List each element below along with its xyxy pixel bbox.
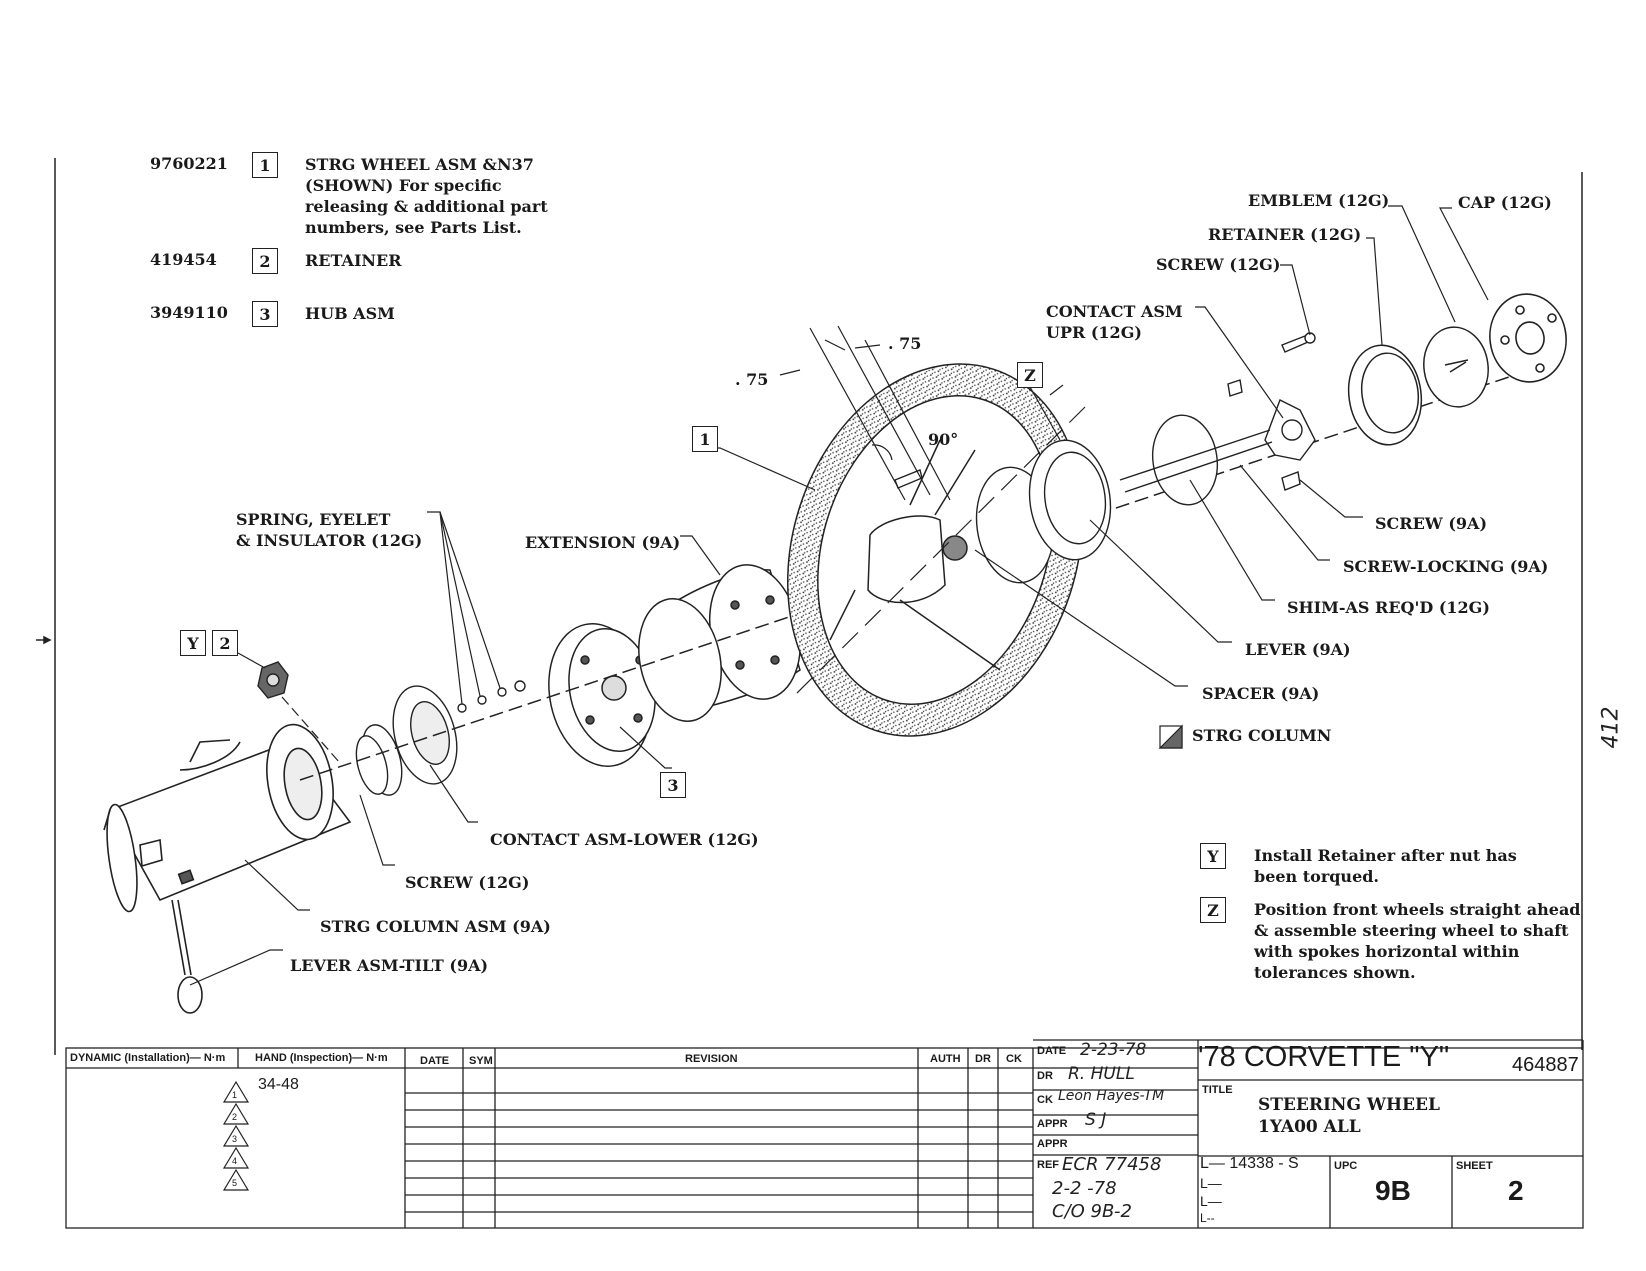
dr-value: R. HULL [1068,1064,1135,1084]
sheet-value: 2 [1508,1175,1524,1206]
label-sheet: SHEET [1456,1160,1493,1172]
col-header-ck: CK [1006,1053,1022,1065]
col-header-date: DATE [420,1055,450,1067]
ref-line: C/O 9B-2 [1052,1201,1132,1222]
ref-box-1: 1 [692,426,718,452]
part-description: RETAINER [305,251,402,270]
callout-screw-9a: SCREW (9A) [1375,514,1488,533]
ref-box-3: 3 [660,772,686,798]
upc-value: 9B [1375,1175,1411,1206]
ref-box-2: 2 [212,630,238,656]
callout-contact-upr-line2: UPR (12G) [1046,323,1142,342]
date-value: 2-23-78 [1080,1040,1147,1060]
callout-spacer: SPACER (9A) [1202,684,1320,703]
ref-box-2: 2 [252,248,278,274]
ref-box-1: 1 [252,152,278,178]
contact-asm-lower [355,680,526,796]
ref-line: 2-2 -78 [1052,1178,1117,1199]
callout-emblem: EMBLEM (12G) [1248,191,1390,210]
col-header-dr: DR [975,1053,991,1065]
callout-shim: SHIM-AS REQ'D (12G) [1287,598,1490,617]
label-appr: APPR [1037,1118,1068,1130]
l-line: L-- [1200,1211,1215,1225]
torque-symbol: 5 [232,1178,238,1188]
part-description: STRG WHEEL ASM &N37 (SHOWN) For specific… [305,155,548,237]
note-text: Position front wheels straight ahead & a… [1254,900,1581,982]
steering-column-asm [103,723,352,1014]
part-description: HUB ASM [305,304,395,323]
contact-asm-upper-group [975,399,1316,584]
callout-contact-upr-line1: CONTACT ASM [1046,302,1183,321]
cap-12g [1489,293,1567,383]
extension [638,564,802,722]
col-header-sym: SYM [469,1055,493,1067]
col-header-auth: AUTH [930,1053,961,1065]
callout-spring-line1: SPRING, EYELET [236,510,391,529]
l-line: L— [1200,1193,1222,1209]
leader-lines [189,205,1489,986]
part-number: 419454 [150,250,217,269]
torque-triangles [222,1080,250,1191]
emblem-12g [1423,326,1489,408]
retainer-nut [257,661,289,699]
appr-value: S J [1085,1110,1107,1130]
drawing-number: 464887 [1512,1054,1579,1076]
torque-symbol: 4 [232,1156,238,1166]
callout-lever: LEVER (9A) [1245,640,1351,659]
ref-box-3: 3 [252,301,278,327]
label-ref: REF [1037,1159,1059,1171]
ref-box-y: Y [180,630,206,656]
part-number: 9760221 [150,154,228,173]
callout-contact-lower: CONTACT ASM-LOWER (12G) [490,830,759,849]
callout-lever-tilt: LEVER ASM-TILT (9A) [290,956,489,975]
col-header-revision: REVISION [685,1053,738,1065]
label-title: TITLE [1202,1084,1233,1096]
drawing-border [36,158,1583,1055]
torque-symbol: 2 [232,1112,238,1122]
callout-extension: EXTENSION (9A) [525,533,681,552]
callout-screw-top: SCREW (12G) [1156,255,1281,274]
drawing-title-line2: 1YA00 ALL [1258,1117,1361,1137]
torque-symbol: 1 [232,1090,238,1100]
dimension-label: . 75 [735,370,769,389]
label-date: DATE [1037,1045,1067,1057]
label-dr: DR [1037,1070,1053,1082]
label-upc: UPC [1334,1160,1358,1172]
callout-column-asm: STRG COLUMN ASM (9A) [320,917,551,936]
dimension-lines [779,325,1086,701]
note-key-z: Z [1200,897,1226,923]
ref-line: ECR 77458 [1062,1154,1162,1175]
dimension-label: . 75 [888,334,922,353]
note-key-y: Y [1200,843,1226,869]
angle-label: 90° [928,430,959,449]
part-number: 3949110 [150,303,228,322]
drawing-title-line1: STEERING WHEEL [1258,1095,1440,1115]
l-line: L— 14338 - S [1200,1155,1299,1172]
title-block-grid [65,1039,1584,1229]
callout-retainer: RETAINER (12G) [1208,225,1362,244]
label-appr: APPR [1037,1138,1068,1150]
callout-spring-line2: & INSULATOR (12G) [236,531,423,550]
torque-symbol: 3 [232,1134,238,1144]
callout-screw-12g: SCREW (12G) [405,873,530,892]
col-header-hand: HAND (Inspection)— N·m [255,1052,388,1064]
l-line: L— [1200,1175,1222,1191]
ck-value: Leon Hayes-TM [1058,1088,1165,1104]
callout-cap: CAP (12G) [1458,193,1552,212]
callout-strg-column: STRG COLUMN [1192,726,1332,745]
callout-screw-locking: SCREW-LOCKING (9A) [1343,557,1549,576]
retainer-12g [1347,344,1423,446]
ref-box-z: Z [1017,362,1043,388]
torque-value: 34-48 [258,1076,299,1093]
model-name: '78 CORVETTE "Y" [1198,1041,1450,1073]
note-text: Install Retainer after nut has been torq… [1254,846,1517,886]
label-ck: CK [1037,1094,1053,1106]
col-header-dynamic: DYNAMIC (Installation)— N·m [70,1052,226,1064]
screw-parts [894,332,1316,491]
strg-column-legend-swatch [1158,724,1183,749]
side-page-mark: 412 [1598,706,1624,749]
